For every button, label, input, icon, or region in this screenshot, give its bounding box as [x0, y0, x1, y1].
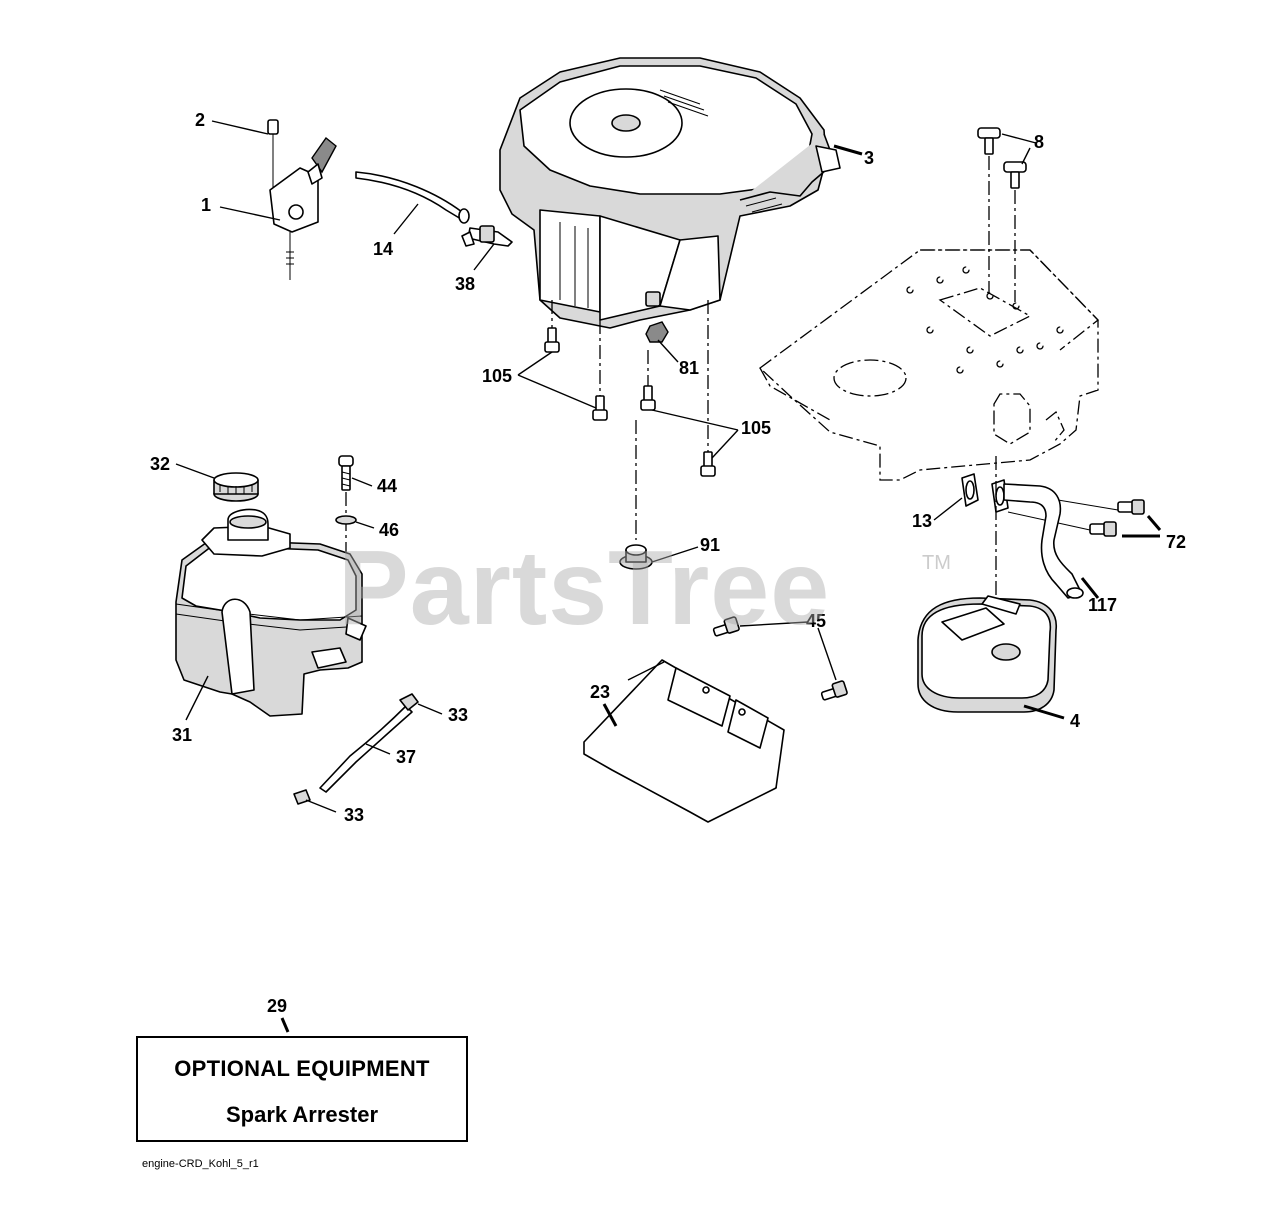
callout-117: 117: [1088, 595, 1117, 615]
callout-23: 23: [590, 682, 610, 702]
callout-38: 38: [455, 274, 475, 294]
optional-equipment-heading: OPTIONAL EQUIPMENT: [174, 1056, 430, 1081]
muffler-part: [917, 456, 1057, 713]
callout-labels: 1 2 3 4 8 13 14 23 29 31 32 33 33 37 38 …: [150, 110, 1186, 1016]
tank-screw-part: [338, 455, 354, 640]
callout-29: 29: [267, 996, 287, 1016]
callout-4: 4: [1070, 711, 1080, 731]
nut-part: [645, 321, 669, 343]
throttle-control-part: [267, 119, 337, 280]
callout-44: 44: [377, 476, 397, 496]
callout-105-left: 105: [482, 366, 512, 386]
callout-105-right: 105: [741, 418, 771, 438]
callout-37: 37: [396, 747, 416, 767]
callout-72: 72: [1166, 532, 1186, 552]
leader-lines: [175, 120, 1162, 1033]
callout-2: 2: [195, 110, 205, 130]
frame-bolts-part: [977, 127, 1027, 302]
drawing-id: engine-CRD_Kohl_5_r1: [142, 1158, 259, 1170]
shield-bolts-part: [712, 616, 848, 701]
callout-13: 13: [912, 511, 932, 531]
callout-8: 8: [1034, 132, 1044, 152]
callout-91: 91: [700, 535, 720, 555]
fuel-cap-part: [213, 472, 259, 502]
washer-part: [335, 515, 357, 525]
gasket-part: [961, 473, 1009, 513]
callout-31: 31: [172, 725, 192, 745]
optional-equipment-box: OPTIONAL EQUIPMENT Spark Arrester: [136, 1036, 468, 1142]
fuel-line-part: [319, 705, 413, 793]
callout-1: 1: [201, 195, 211, 215]
hose-clamp-upper-part: [399, 693, 419, 711]
callout-45: 45: [806, 611, 826, 631]
callout-3: 3: [864, 148, 874, 168]
exhaust-pipe-part: [1003, 483, 1083, 599]
fuel-hose-part: [355, 171, 467, 223]
callout-33-lower: 33: [344, 805, 364, 825]
engine-part: [499, 57, 841, 329]
callout-81: 81: [679, 358, 699, 378]
hose-clamp-lower-part: [293, 789, 311, 805]
callout-33-upper: 33: [448, 705, 468, 725]
exhaust-screws-part: [1007, 491, 1145, 537]
fuel-filter-part: [461, 225, 513, 247]
callout-32: 32: [150, 454, 170, 474]
spacer-part: [619, 544, 653, 570]
fuel-tank-part: [175, 508, 367, 717]
callout-46: 46: [379, 520, 399, 540]
optional-equipment-item: Spark Arrester: [225, 1102, 379, 1127]
frame-plate: [758, 249, 1099, 481]
callout-14: 14: [373, 239, 393, 259]
engine-bolts-part: [544, 300, 716, 540]
heat-shield-part: [583, 659, 785, 823]
